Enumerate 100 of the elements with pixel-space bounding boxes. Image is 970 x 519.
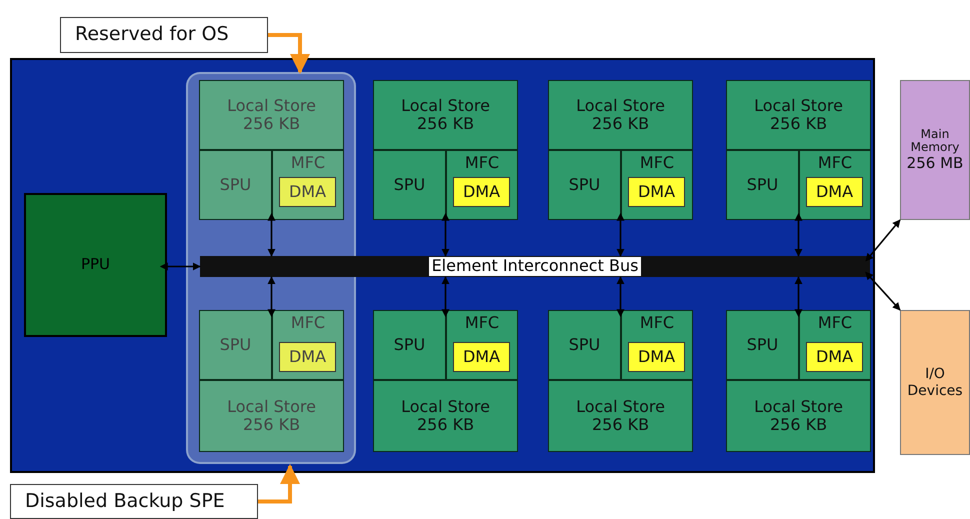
local-store-box (199, 380, 344, 452)
box-label: Local Store 256 KB (575, 96, 666, 134)
local-store-box (548, 380, 693, 452)
box-label: Local Store 256 KB (400, 398, 491, 434)
arrow (794, 276, 802, 318)
arrow (268, 33, 310, 74)
bus-bar (200, 256, 870, 277)
spe-block (548, 80, 693, 220)
arrow (268, 212, 276, 257)
box-label: Local Store 256 KB (575, 398, 666, 434)
arrow (268, 276, 276, 318)
box-label: Local Store 256 KB (226, 96, 317, 134)
box-label: SPU (220, 336, 252, 354)
callout-box (60, 17, 268, 53)
spu-box (373, 310, 446, 380)
box-label: DMA (462, 348, 500, 366)
arrow (794, 212, 802, 257)
mfc-box (799, 310, 871, 380)
box-label: SPU (568, 176, 600, 194)
box-label: PPU (80, 256, 110, 274)
local-store-box (726, 80, 871, 150)
local-store-box (548, 80, 693, 150)
mfc-box (272, 150, 344, 220)
box-label: Local Store 256 KB (226, 398, 317, 434)
arrow (442, 212, 450, 257)
box-label: Disabled Backup SPE (25, 490, 225, 512)
spu-box (548, 310, 621, 380)
dma-box (628, 342, 685, 372)
box-label: MFC (818, 314, 852, 332)
box-label: SPU (746, 176, 778, 194)
dma-box (453, 342, 510, 372)
spe-block (726, 310, 871, 452)
mfc-box (799, 150, 871, 220)
box-label: MFC (640, 314, 674, 332)
box-label: Local Store 256 KB (753, 398, 844, 434)
local-store-box (726, 380, 871, 452)
box-label: DMA (288, 182, 326, 202)
box-label: DMA (816, 182, 854, 202)
ppu-box (24, 193, 167, 337)
mfc-box (272, 310, 344, 380)
dma-box (453, 177, 510, 207)
local-store-box (199, 80, 344, 150)
box-label: SPU (568, 336, 600, 354)
dma-box (279, 177, 336, 207)
mfc-box (621, 150, 693, 220)
memory-box (900, 80, 970, 220)
spu-box (199, 310, 272, 380)
spu-box (726, 150, 799, 220)
spu-box (373, 150, 446, 220)
box-label: Element Interconnect Bus (428, 257, 642, 276)
box-label: DMA (638, 182, 676, 202)
arrow (160, 262, 201, 270)
arrow (865, 272, 901, 311)
box-label: Reserved for OS (75, 24, 229, 46)
box-label: DMA (288, 348, 326, 366)
dma-box (628, 177, 685, 207)
dma-box (806, 177, 863, 207)
arrow (616, 212, 624, 257)
spe-block (373, 80, 518, 220)
arrow (442, 276, 450, 318)
spu-box (548, 150, 621, 220)
box-label: I/O Devices (906, 366, 964, 399)
spe-block (199, 310, 344, 452)
local-store-box (373, 80, 518, 150)
box-label: SPU (746, 336, 778, 354)
spu-box (199, 150, 272, 220)
mfc-box (621, 310, 693, 380)
highlight-region (186, 72, 356, 464)
box-label: MFC (640, 154, 674, 172)
mfc-box (446, 310, 518, 380)
arrow (258, 464, 300, 504)
box-label: SPU (394, 176, 426, 194)
box-label: Main Memory (910, 128, 960, 156)
box-label: SPU (394, 336, 426, 354)
box-label: DMA (462, 182, 500, 202)
dma-box (806, 342, 863, 372)
box-label: SPU (220, 176, 252, 194)
box-label: Local Store 256 KB (400, 96, 491, 134)
spu-box (726, 310, 799, 380)
arrow (616, 276, 624, 318)
io-devices-box (900, 310, 970, 455)
box-label: MFC (290, 154, 326, 172)
box-label: DMA (816, 348, 854, 366)
spe-block (199, 80, 344, 220)
box-label: DMA (638, 348, 676, 366)
dma-box (279, 342, 336, 372)
spe-block (726, 80, 871, 220)
box-label: MFC (464, 314, 500, 332)
spe-block (373, 310, 518, 452)
box-label: MFC (290, 314, 326, 332)
local-store-box (373, 380, 518, 452)
box-label: Local Store 256 KB (753, 96, 844, 134)
processor-chip (10, 58, 875, 473)
callout-box (10, 484, 258, 519)
box-label: MFC (818, 154, 852, 172)
arrow (865, 219, 901, 262)
mfc-box (446, 150, 518, 220)
spe-block (548, 310, 693, 452)
box-label: MFC (464, 154, 500, 172)
box-label: 256 MB (906, 155, 964, 172)
